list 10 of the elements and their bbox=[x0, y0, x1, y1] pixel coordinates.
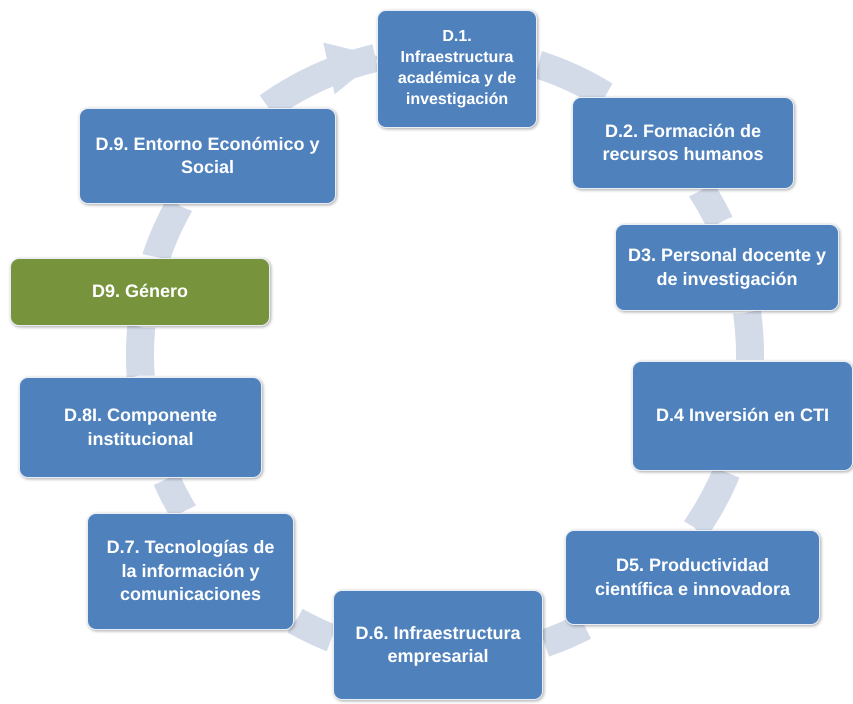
process-box: D.9. Entorno Económico y Social bbox=[79, 108, 336, 204]
process-box: D9. Género bbox=[10, 258, 270, 326]
process-box: D.2. Formación de recursos humanos bbox=[572, 97, 794, 189]
process-box: D.8I. Componente institucional bbox=[19, 377, 262, 478]
process-box: D.4 Inversión en CTI bbox=[632, 361, 853, 471]
process-box: D.6. Infraestructura empresarial bbox=[333, 590, 543, 700]
process-box: D.7. Tecnologías de la información y comunicaciones bbox=[87, 513, 294, 630]
process-box: D5. Productividad científica e innovadora bbox=[565, 530, 820, 625]
process-box: D3. Personal docente y de investigación bbox=[615, 224, 839, 311]
process-box: D.1. Infraestructura académica y de investigación bbox=[377, 10, 537, 128]
